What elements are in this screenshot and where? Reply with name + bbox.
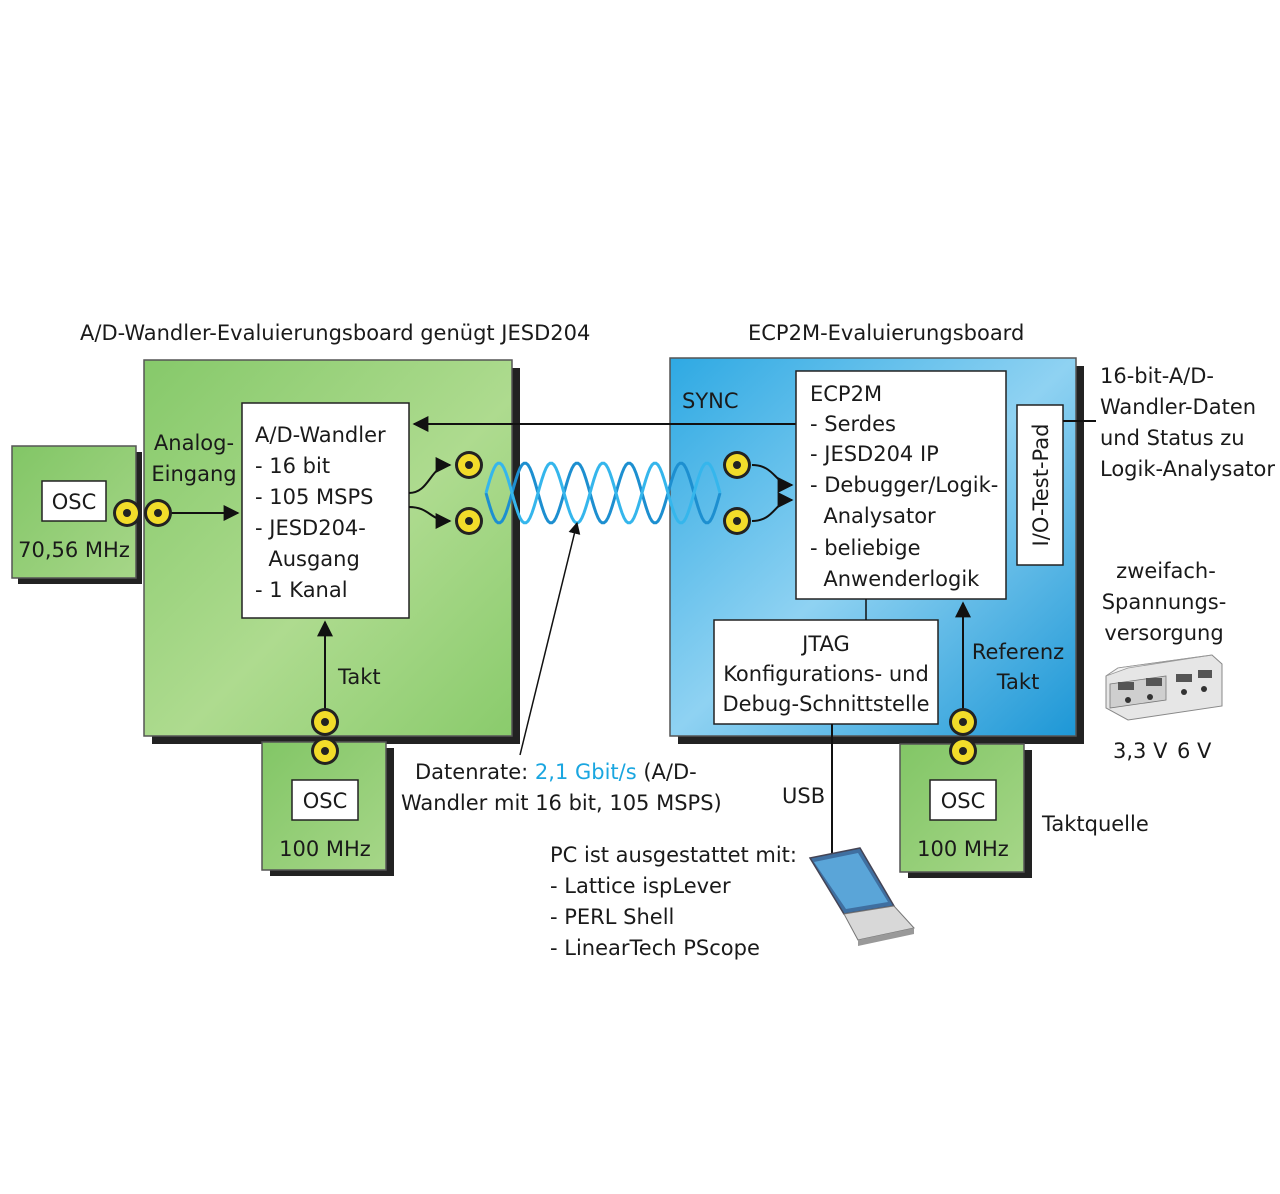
analog-input-label-2: Eingang	[151, 462, 236, 486]
fpga-in-arrow-2	[751, 492, 794, 522]
data-rate-line-1: Datenrate: 2,1 Gbit/s (A/D-	[415, 760, 697, 784]
logic-analyzer-note: Logik-Analysator	[1100, 457, 1275, 481]
power-supply-label: Spannungs-	[1102, 590, 1227, 614]
io-test-pad-label: I/O-Test-Pad	[1029, 424, 1053, 547]
adc-out-arrow-1	[408, 457, 452, 494]
fpga-chip-line: - Debugger/Logik-	[810, 473, 998, 497]
serial-link	[484, 461, 722, 525]
osc-adc-box	[291, 779, 359, 821]
osc-fpga-label: OSC	[941, 789, 986, 813]
adc-chip: A/D-Wandler - 16 bit - 105 MSPS - JESD20…	[241, 402, 410, 619]
fpga-chip-line: - JESD204 IP	[810, 442, 939, 466]
osc-left-freq: 70,56 MHz	[18, 538, 130, 562]
coax-connector	[455, 507, 483, 535]
pc-note-line: PC ist ausgestattet mit:	[550, 843, 797, 867]
data-rate-prefix: Datenrate:	[415, 760, 535, 784]
power-supply-label: versorgung	[1104, 621, 1223, 645]
adc-chip-line: Ausgang	[255, 547, 360, 571]
osc-fpga-box	[929, 779, 997, 821]
fpga-chip-line: - beliebige	[810, 536, 921, 560]
osc-fpga-board: OSC 100 MHz	[899, 743, 1032, 878]
fpga-chip-line: Anwenderlogik	[810, 567, 980, 591]
logic-analyzer-note: Wandler-Daten	[1100, 395, 1256, 419]
io-test-pad: I/O-Test-Pad	[1016, 404, 1064, 566]
coax-connector	[311, 737, 339, 765]
coax-connector	[455, 451, 483, 479]
fpga-board-title: ECP2M-Evaluierungsboard	[748, 321, 1024, 345]
connectors	[113, 451, 977, 765]
adc-chip-line: - 105 MSPS	[255, 485, 373, 509]
ref-clock-label-1: Referenz	[972, 640, 1064, 664]
laptop-image	[808, 847, 915, 946]
pc-note-line: - PERL Shell	[550, 905, 674, 929]
adc-clock-label: Takt	[337, 665, 381, 689]
coax-connector	[144, 499, 172, 527]
jtag-box: JTAG Konfigurations- und Debug-Schnittst…	[713, 619, 939, 725]
power-supply-v1: 3,3 V	[1113, 739, 1168, 763]
sync-label: SYNC	[682, 389, 739, 413]
fpga-chip-line: ECP2M	[810, 382, 882, 406]
data-rate-line-2: Wandler mit 16 bit, 105 MSPS)	[401, 791, 722, 815]
power-supply-image	[1105, 654, 1223, 721]
usb-label: USB	[782, 784, 825, 808]
osc-adc-label: OSC	[303, 789, 348, 813]
coax-connector	[949, 708, 977, 736]
analog-input-label-1: Analog-	[154, 431, 234, 455]
jtag-line-3: Debug-Schnittstelle	[722, 692, 929, 716]
coax-connector	[723, 507, 751, 535]
data-rate-pointer	[519, 521, 581, 756]
power-supply-v2: 6 V	[1177, 739, 1212, 763]
adc-chip-line: - 16 bit	[255, 454, 330, 478]
data-rate-value: 2,1 Gbit/s	[535, 760, 637, 784]
adc-chip-line: - JESD204-	[255, 516, 366, 540]
osc-adc-freq: 100 MHz	[279, 837, 371, 861]
pc-note-line: - Lattice ispLever	[550, 874, 731, 898]
pc-note-line: - LinearTech PScope	[550, 936, 760, 960]
osc-fpga-freq: 100 MHz	[917, 837, 1009, 861]
coax-connector	[311, 708, 339, 736]
osc-left-box	[41, 480, 107, 522]
adc-chip-line: A/D-Wandler	[255, 423, 386, 447]
coax-connector	[949, 737, 977, 765]
data-rate-suffix: (A/D-	[637, 760, 697, 784]
fpga-chip: ECP2M - Serdes - JESD204 IP - Debugger/L…	[795, 370, 1007, 600]
adc-chip-line: - 1 Kanal	[255, 578, 348, 602]
fpga-chip-line: - Serdes	[810, 412, 896, 436]
coax-connector	[113, 499, 141, 527]
logic-analyzer-note: 16-bit-A/D-	[1100, 364, 1214, 388]
adc-out-arrow-2	[408, 506, 452, 529]
fpga-in-arrow-1	[751, 464, 794, 493]
ref-clock-label-2: Takt	[996, 670, 1040, 694]
jtag-line-2: Konfigurations- und	[723, 662, 929, 686]
coax-connector	[723, 451, 751, 479]
jtag-line-1: JTAG	[800, 632, 850, 656]
power-supply-label: zweifach-	[1116, 559, 1216, 583]
logic-analyzer-note: und Status zu	[1100, 426, 1245, 450]
clock-source-label: Taktquelle	[1041, 812, 1149, 836]
fpga-chip-line: Analysator	[810, 504, 936, 528]
adc-board-title: A/D-Wandler-Evaluierungsboard genügt JES…	[80, 321, 590, 345]
osc-left-label: OSC	[52, 490, 97, 514]
